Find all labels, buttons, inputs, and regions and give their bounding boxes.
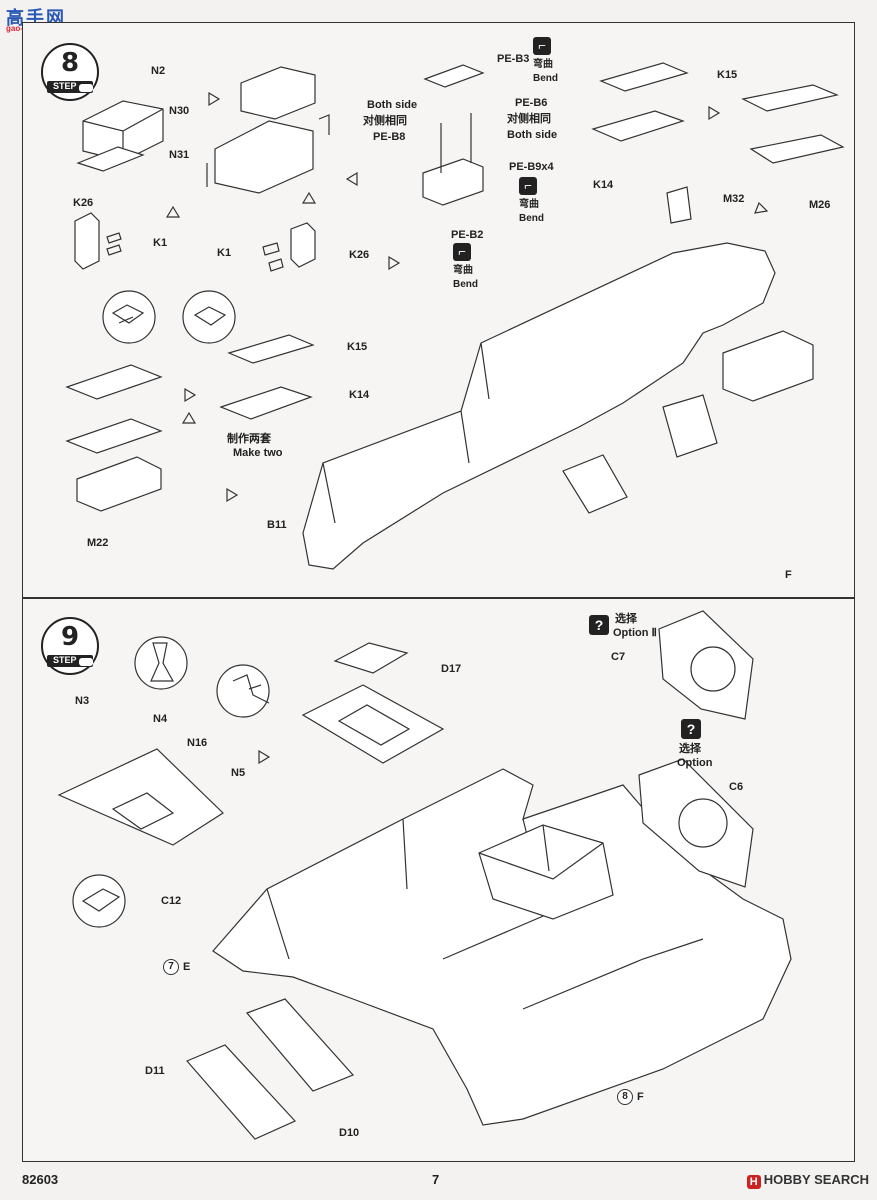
option-2-note-en: Option Ⅱ [613, 627, 657, 639]
tank-icon [79, 658, 93, 666]
step-number: 8 [60, 48, 80, 78]
make-two-note-en: Make two [233, 447, 283, 459]
part-label-pe-b8: PE-B8 [373, 131, 406, 143]
tank-icon [79, 84, 93, 92]
part-label-c6: C6 [729, 781, 744, 793]
part-label-pe-b2: PE-B2 [451, 229, 484, 241]
page-number: 7 [432, 1172, 440, 1187]
part-label-k26-left: K26 [73, 197, 94, 209]
part-label-k15-mid: K15 [347, 341, 368, 353]
part-label-k14-right: K14 [593, 179, 614, 191]
step-9-drawing [57, 610, 792, 1140]
part-label-pe-b3: PE-B3 [497, 53, 530, 65]
both-side-note-cn-right: 对侧相同 [507, 113, 551, 125]
bend-note-en-1: Bend [533, 73, 558, 84]
bend-icon: ⌐ [533, 37, 551, 55]
part-label-k1-left: K1 [153, 237, 168, 249]
step-8-panel: 8 STEP N2 N30 N31 K26 K1 K1 K26 K15 K14 … [22, 22, 855, 598]
both-side-note-en-right: Both side [507, 129, 558, 141]
part-label-pe-b9x4: PE-B9x4 [509, 161, 554, 173]
part-label-k26-right: K26 [349, 249, 370, 261]
part-label-n30: N30 [169, 105, 190, 117]
option-question-icon: ? [589, 615, 609, 635]
part-label-n16: N16 [187, 737, 208, 749]
bend-icon: ⌐ [453, 243, 471, 261]
bend-note-en-3: Bend [453, 279, 478, 290]
bend-note-cn-1: 弯曲 [533, 59, 553, 70]
hobby-logo-text: HOBBY SEARCH [763, 1172, 869, 1187]
part-label-k1-right: K1 [217, 247, 232, 259]
part-label-d17: D17 [441, 663, 462, 675]
part-label-c7: C7 [611, 651, 626, 663]
step-ref-circle: 7 [163, 959, 179, 975]
both-side-note-cn-left: 对侧相同 [363, 115, 407, 127]
assembly-ref-f: F [785, 569, 792, 581]
part-label-n3: N3 [75, 695, 90, 707]
step-badge: 9 STEP [41, 617, 99, 675]
option-1-note-cn: 选择 [679, 743, 701, 755]
step-ref-letter: F [637, 1091, 644, 1103]
step-number: 9 [60, 622, 80, 652]
bend-icon: ⌐ [519, 177, 537, 195]
part-label-d11: D11 [145, 1065, 165, 1077]
part-label-n4: N4 [153, 713, 168, 725]
part-label-c12: C12 [161, 895, 182, 907]
step-ref-letter: E [183, 961, 191, 973]
part-label-m32: M32 [723, 193, 745, 205]
option-2-note-cn: 选择 [615, 613, 637, 625]
part-label-b11: B11 [267, 519, 287, 531]
make-two-note-cn: 制作两套 [227, 433, 271, 445]
both-side-note-en-left: Both side [367, 99, 418, 111]
part-label-k15-right: K15 [717, 69, 738, 81]
part-label-n5: N5 [231, 767, 246, 779]
part-label-pe-b6: PE-B6 [515, 97, 548, 109]
step-8-drawing [65, 62, 845, 570]
hobby-logo-icon: H [746, 1175, 761, 1189]
bend-note-en-2: Bend [519, 213, 544, 224]
part-label-m22: M22 [87, 537, 109, 549]
part-label-n31: N31 [169, 149, 190, 161]
part-label-n2: N2 [151, 65, 166, 77]
bend-note-cn-2: 弯曲 [519, 199, 539, 210]
step-9-panel: 9 STEP N3 N4 N16 N5 C12 D17 C7 C6 D11 D1… [22, 598, 855, 1162]
part-label-k14-mid: K14 [349, 389, 370, 401]
kit-number: 82603 [22, 1172, 59, 1187]
option-question-icon: ? [681, 719, 701, 739]
bend-note-cn-3: 弯曲 [453, 265, 473, 276]
part-label-d10: D10 [339, 1127, 360, 1139]
step-ref-circle: 8 [617, 1089, 633, 1105]
step-badge: 8 STEP [41, 43, 99, 101]
part-label-m26: M26 [809, 199, 831, 211]
option-1-note-en: Option [677, 757, 713, 769]
